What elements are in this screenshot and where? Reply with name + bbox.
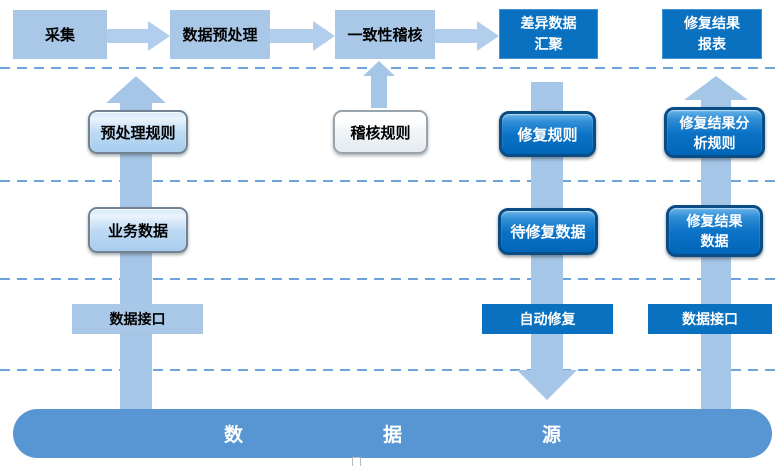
box-repair-result-report: 修复结果 报表 (662, 9, 762, 59)
flow-arrow-right-icon-2 (270, 21, 335, 51)
box-repair-result-data: 修复结果 数据 (666, 205, 763, 257)
box-collect: 采集 (13, 10, 107, 59)
box-repair-analysis-rule: 修复结果分 析规则 (664, 107, 765, 158)
datasource-bar: 数据源 (13, 409, 772, 458)
box-data-interface-right: 数据接口 (648, 304, 772, 334)
box-data-preprocess: 数据预处理 (170, 10, 270, 59)
flow-arrow-right-icon-1 (107, 21, 170, 51)
box-diff-data-aggregation: 差异数据 汇聚 (499, 9, 598, 59)
box-business-data: 业务数据 (88, 207, 188, 253)
flow-arrow-right-icon-3 (435, 21, 499, 51)
dashed-divider-2 (0, 180, 775, 182)
dashed-divider-1 (0, 67, 775, 69)
dashed-divider-3 (0, 278, 775, 280)
box-pending-repair-data: 待修复数据 (498, 208, 598, 255)
box-audit-rule: 稽核规则 (333, 110, 428, 154)
box-repair-rule: 修复规则 (499, 111, 596, 157)
datasource-label: 数据源 (223, 425, 701, 446)
box-consistency-audit: 一致性稽核 (335, 10, 435, 59)
up-arrow-icon (363, 61, 395, 108)
box-data-interface-left: 数据接口 (72, 304, 203, 334)
missing-glyph-box (352, 457, 361, 466)
box-auto-repair: 自动修复 (482, 304, 613, 334)
box-preprocess-rule: 预处理规则 (88, 110, 188, 154)
dashed-divider-4 (0, 369, 775, 371)
